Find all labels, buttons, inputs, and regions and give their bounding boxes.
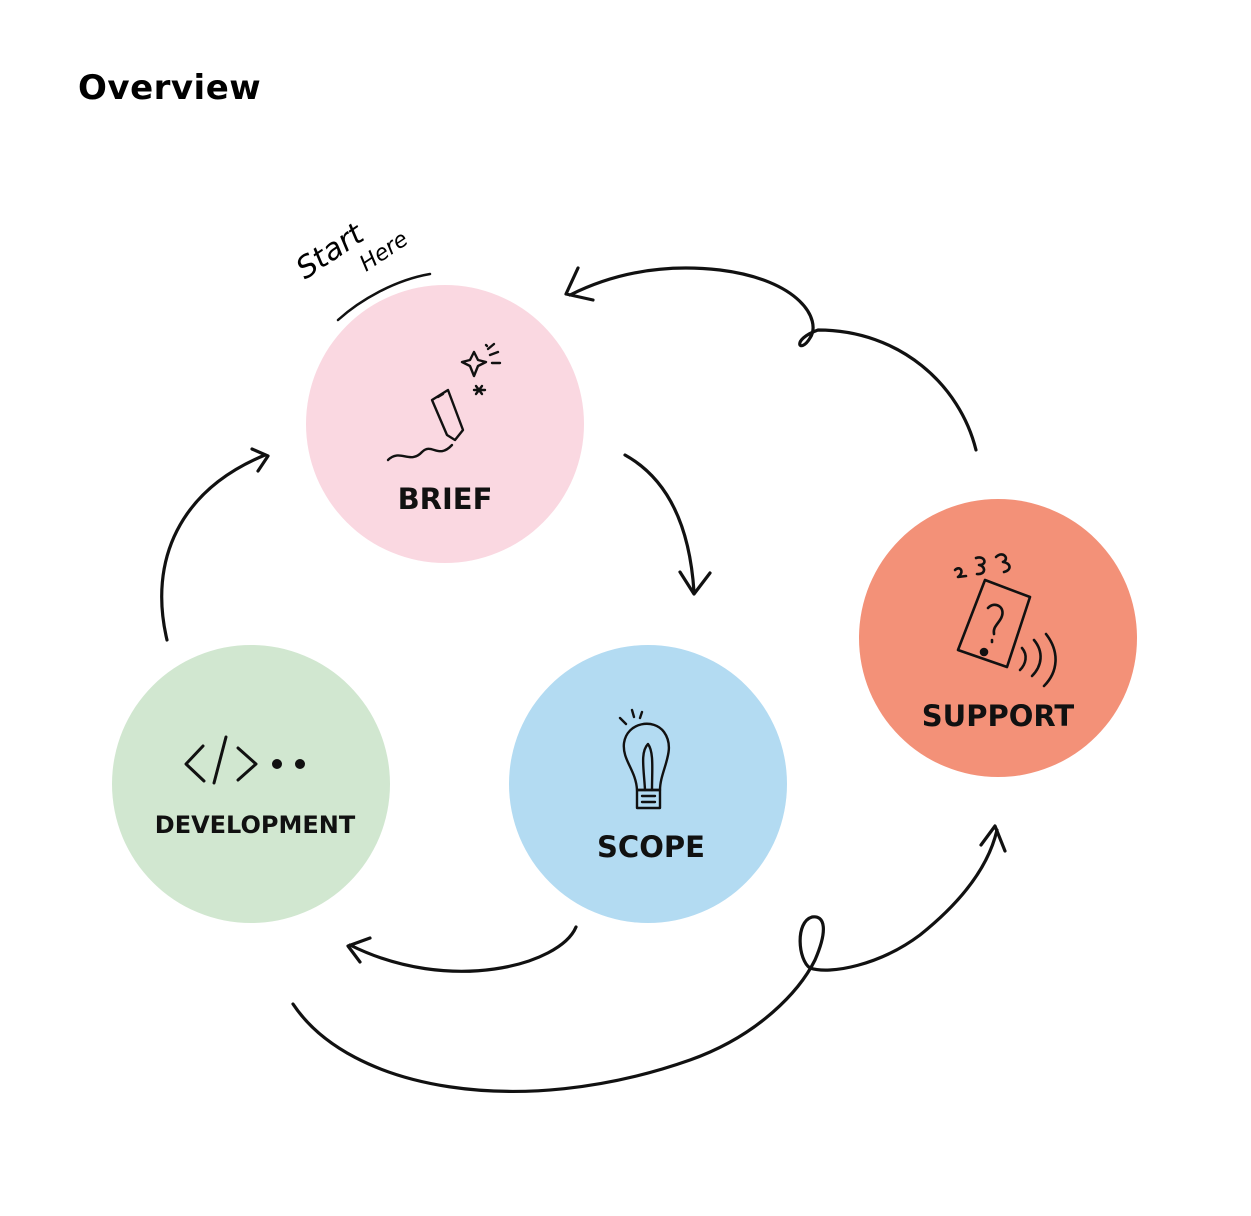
arrowhead-development-to-brief bbox=[250, 447, 270, 473]
scope-circle bbox=[509, 645, 787, 923]
start-underline bbox=[336, 272, 432, 322]
arrow-support-to-brief bbox=[568, 266, 978, 452]
arrow-brief-to-scope bbox=[623, 453, 696, 594]
lightbulb-icon bbox=[618, 708, 670, 810]
arrow-development-to-brief bbox=[160, 453, 267, 642]
arrowhead-scope-to-development bbox=[346, 936, 372, 964]
arrowhead-support-to-brief bbox=[564, 266, 595, 302]
brief-label: BRIEF bbox=[398, 482, 493, 516]
page-title: Overview bbox=[78, 68, 262, 108]
arrowhead-development-to-support bbox=[979, 824, 1007, 853]
support-circle bbox=[859, 499, 1137, 777]
development-label: DEVELOPMENT bbox=[155, 811, 356, 839]
scope-label: SCOPE bbox=[597, 830, 705, 864]
here-text: Here bbox=[355, 227, 413, 277]
development-circle bbox=[112, 645, 390, 923]
arrow-development-to-support bbox=[291, 828, 999, 1093]
support-label: SUPPORT bbox=[922, 699, 1075, 733]
arrow-scope-to-development bbox=[348, 925, 578, 973]
brief-circle bbox=[306, 285, 584, 563]
pencil-sparkle-icon bbox=[386, 342, 502, 462]
start-text: Start bbox=[290, 216, 371, 287]
arrowhead-brief-to-scope bbox=[678, 570, 712, 596]
code-brackets-icon bbox=[184, 735, 305, 785]
phone-question-icon bbox=[953, 553, 1057, 688]
